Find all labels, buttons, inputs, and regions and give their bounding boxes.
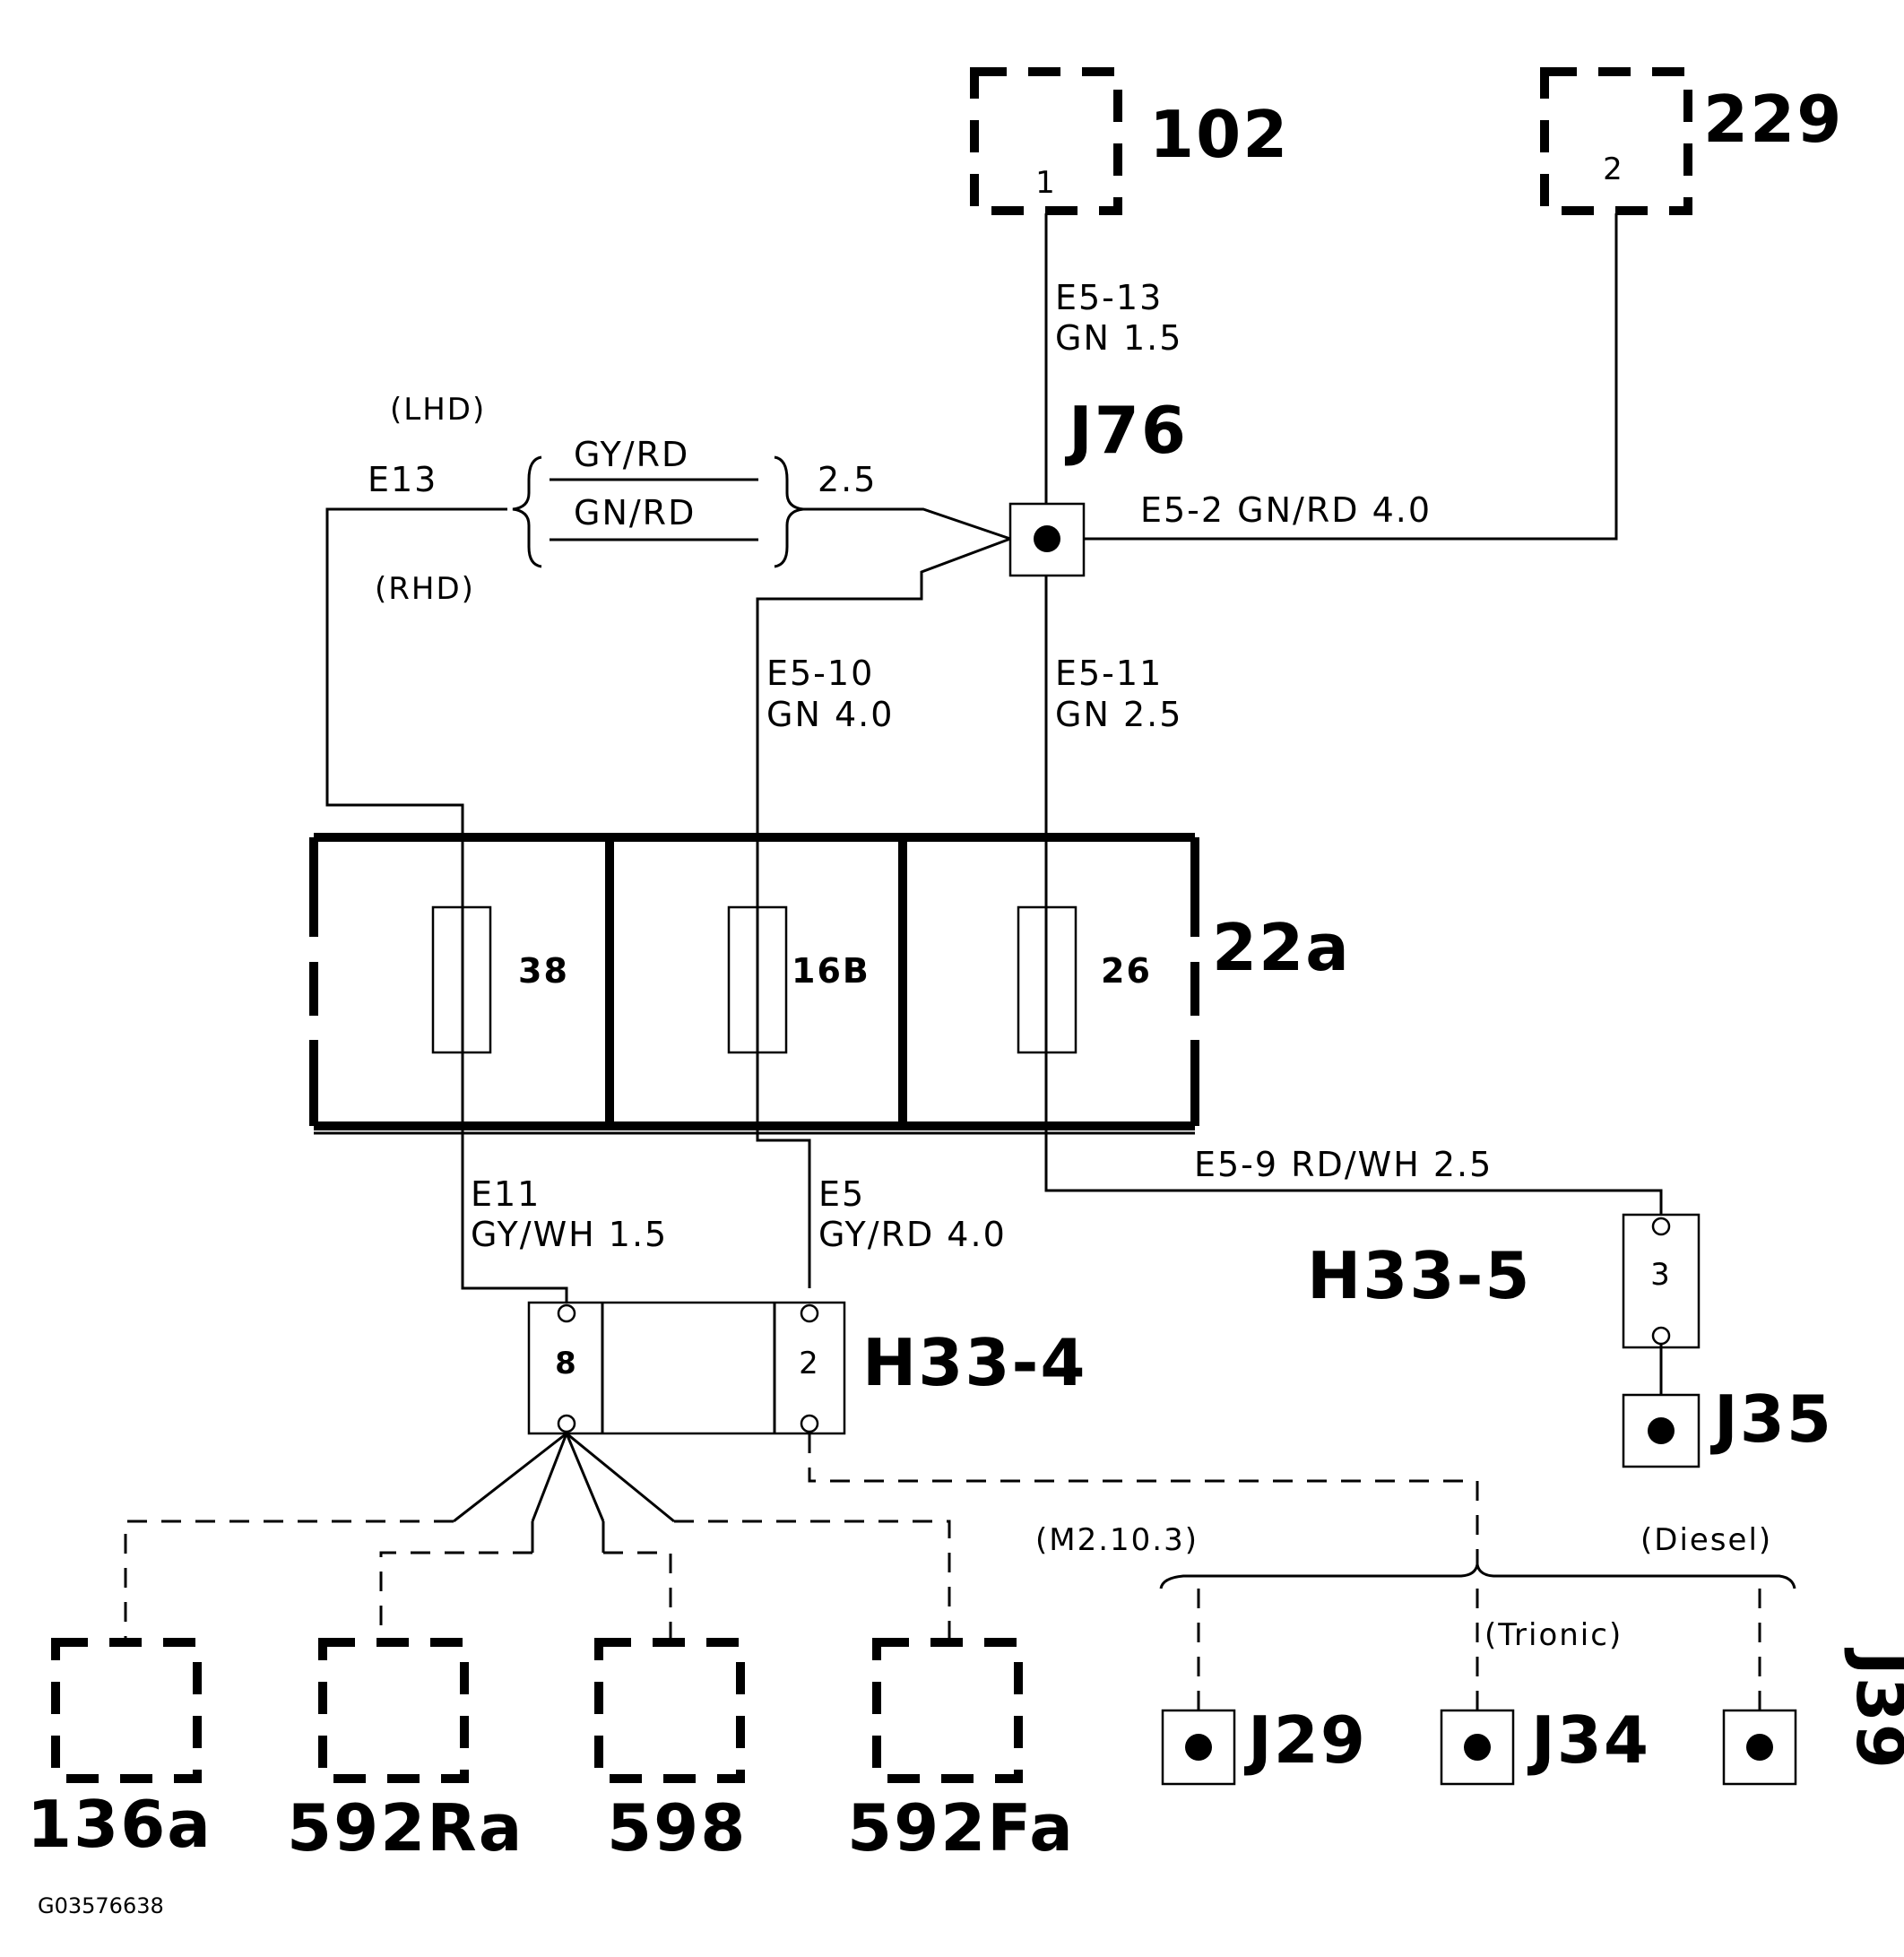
junction-j35-label: J35 xyxy=(1709,1381,1833,1457)
wire-e5-2 xyxy=(1084,213,1618,541)
h33-4-pin-2: 2 xyxy=(799,1346,820,1381)
connector-h33-4-label: H33-4 xyxy=(862,1325,1086,1400)
wire-e13-top-color: GY/RD xyxy=(574,435,689,474)
fuse-26-label: 26 xyxy=(1101,951,1152,991)
wire-e5-9-label: E5-9 RD/WH 2.5 xyxy=(1194,1145,1493,1184)
lhd-label: (LHD) xyxy=(390,392,486,428)
wire-e5-10 xyxy=(756,537,1011,1288)
connector-h33-5: 3 H33-5 xyxy=(1307,1213,1701,1349)
wire-e5-10-spec: GN 4.0 xyxy=(766,695,894,734)
component-229-pin: 2 xyxy=(1603,152,1624,187)
variant-diesel-label: (Diesel) xyxy=(1640,1522,1772,1558)
rhd-label: (RHD) xyxy=(375,571,475,607)
wire-e5-spec: GY/RD 4.0 xyxy=(818,1215,1007,1254)
junction-j35: J35 xyxy=(1622,1381,1833,1468)
component-136a-label: 136a xyxy=(27,1787,212,1862)
fuse-16b-label: 16B xyxy=(792,951,870,991)
junction-j39: J39 xyxy=(1722,1647,1904,1786)
figure-id: G03576638 xyxy=(38,1893,164,1918)
component-102-label: 102 xyxy=(1149,97,1289,172)
junction-j76-label: J76 xyxy=(1064,393,1188,468)
splice-fanout xyxy=(124,1432,951,1642)
wire-e5-id: E5 xyxy=(818,1174,865,1214)
h33-4-pin-8: 8 xyxy=(555,1346,578,1381)
junction-j34: J34 xyxy=(1440,1702,1650,1786)
component-229: 2 229 xyxy=(1540,67,1843,215)
h33-5-pin-3: 3 xyxy=(1650,1257,1672,1293)
component-102-pin: 1 xyxy=(1035,165,1057,201)
component-592ra-label: 592Ra xyxy=(287,1790,524,1866)
junction-j29-label: J29 xyxy=(1243,1702,1367,1778)
fusebox-22a-label: 22a xyxy=(1212,910,1351,985)
variant-trionic-label: (Trionic) xyxy=(1484,1617,1623,1653)
junction-j34-label: J34 xyxy=(1527,1702,1650,1778)
junction-j76: J76 xyxy=(1008,393,1188,577)
wire-e13-size: 2.5 xyxy=(818,460,877,499)
junction-j39-label: J39 xyxy=(1842,1647,1904,1771)
wire-e5-9 xyxy=(1044,1052,1663,1221)
wire-e5-2-label: E5-2 GN/RD 4.0 xyxy=(1140,490,1432,530)
wire-e11 xyxy=(461,1052,568,1306)
variant-wiring: (M2.10.3) (Diesel) (Trionic) xyxy=(808,1433,1796,1710)
component-598-label: 598 xyxy=(607,1790,747,1866)
wire-e13-bottom-color: GN/RD xyxy=(574,493,696,533)
wire-e5-13-spec: GN 1.5 xyxy=(1055,318,1182,358)
component-229-label: 229 xyxy=(1703,82,1843,157)
component-136a: 136a xyxy=(27,1638,212,1862)
fusebox-22a: 38 16B 26 22a xyxy=(309,833,1351,1135)
wire-e5-13-id: E5-13 xyxy=(1055,278,1163,317)
component-592fa-label: 592Fa xyxy=(847,1790,1075,1866)
connector-h33-4: 8 2 H33-4 xyxy=(527,1301,1086,1435)
component-102: 1 102 xyxy=(970,67,1289,215)
component-592fa: 592Fa xyxy=(847,1638,1075,1866)
wire-e13-id: E13 xyxy=(368,460,437,499)
wire-e5-11-spec: GN 2.5 xyxy=(1055,695,1182,734)
variant-m2-label: (M2.10.3) xyxy=(1035,1522,1199,1558)
wire-e11-id: E11 xyxy=(471,1174,541,1214)
component-592ra: 592Ra xyxy=(287,1638,524,1866)
wire-e5-11-id: E5-11 xyxy=(1055,654,1163,693)
connector-h33-5-label: H33-5 xyxy=(1307,1238,1531,1313)
fuse-38-label: 38 xyxy=(518,951,569,991)
junction-j29: J29 xyxy=(1161,1702,1367,1786)
wire-e5-10-id: E5-10 xyxy=(766,654,874,693)
component-598: 598 xyxy=(594,1638,747,1866)
wire-e11-spec: GY/WH 1.5 xyxy=(471,1215,668,1254)
